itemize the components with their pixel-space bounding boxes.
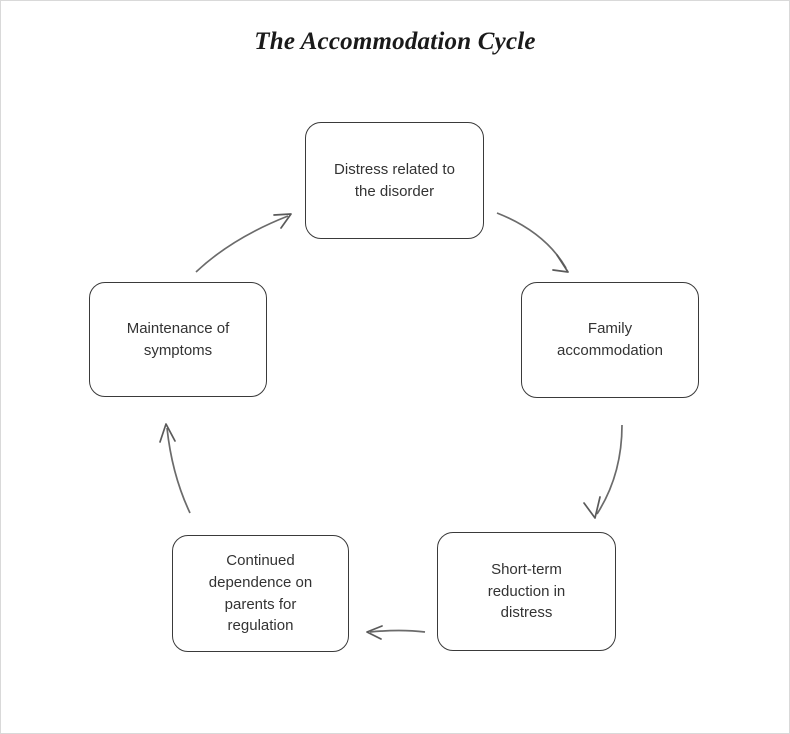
node-maintenance-of-symptoms[interactable]: Maintenance of symptoms	[89, 282, 267, 397]
node-continued-dependence[interactable]: Continued dependence on parents for regu…	[172, 535, 349, 652]
edge-family-shortterm	[583, 424, 623, 519]
node-short-term-reduction[interactable]: Short-term reduction in distress	[437, 532, 616, 651]
edge-dependence-maintenance	[159, 423, 191, 514]
edge-maintenance-distress	[195, 213, 292, 273]
page-title: The Accommodation Cycle	[254, 28, 536, 55]
node-distress[interactable]: Distress related to the disorder	[305, 122, 484, 239]
edge-distress-family	[496, 212, 569, 273]
edge-shortterm-dependence	[366, 625, 426, 640]
node-family-accommodation[interactable]: Family accommodation	[521, 282, 699, 398]
